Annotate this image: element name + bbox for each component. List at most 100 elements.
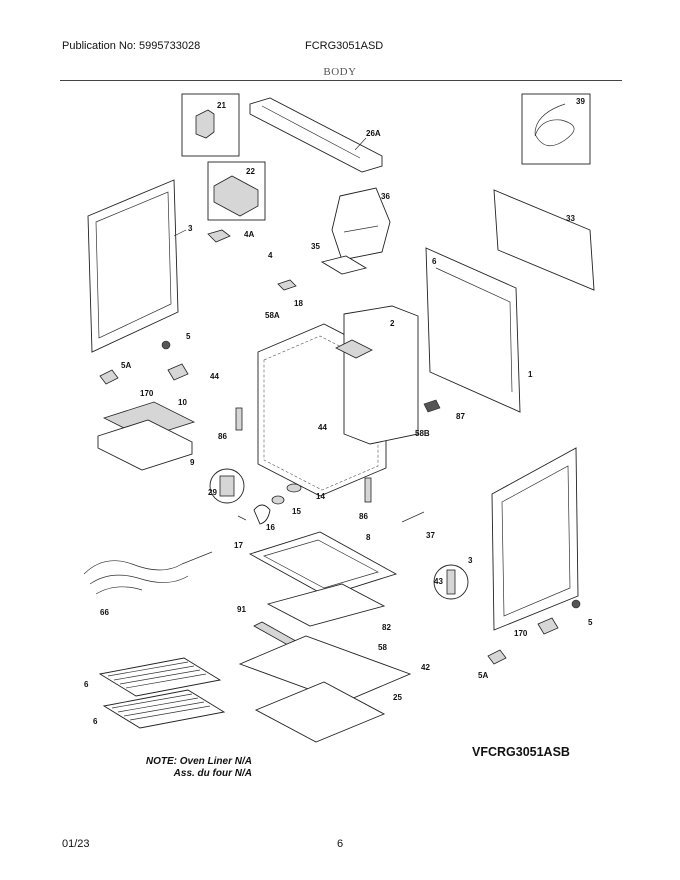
part-6-rack-top-wires	[107, 661, 207, 689]
label-39: 39	[576, 97, 585, 106]
leader-3-left	[173, 229, 187, 237]
label-91: 91	[237, 605, 246, 614]
label-18: 18	[294, 299, 303, 308]
oven-cavity-outline	[263, 335, 379, 491]
label-29: 29	[208, 488, 217, 497]
label-87: 87	[456, 412, 465, 421]
part-8-oven-bottom	[248, 531, 398, 597]
label-22: 22	[246, 167, 255, 176]
label-4: 4	[268, 251, 273, 260]
part-3-door-right-window	[501, 465, 571, 617]
label-6-rack-a: 6	[84, 680, 89, 689]
part-4A-clip	[207, 229, 231, 243]
part-5-leveler-right	[571, 599, 581, 609]
model-number: FCRG3051ASD	[305, 40, 384, 52]
label-37: 37	[426, 531, 435, 540]
label-5-right: 5	[588, 618, 593, 627]
part-35-gasket	[320, 255, 368, 275]
part-36-detail	[343, 225, 379, 233]
publication-number: Publication No: 5995733028	[62, 40, 201, 52]
label-36: 36	[381, 192, 390, 201]
label-25: 25	[393, 693, 402, 702]
label-170-left: 170	[140, 389, 154, 398]
part-8-detail	[263, 539, 379, 589]
label-5A-right: 5A	[478, 671, 488, 680]
part-170-left	[167, 363, 189, 381]
label-3-right: 3	[468, 556, 473, 565]
label-26A: 26A	[366, 129, 381, 138]
part-1-detail	[435, 267, 513, 393]
label-86-right: 86	[359, 512, 368, 521]
label-43: 43	[434, 577, 443, 586]
part-3-door-left	[87, 179, 179, 353]
part-86-guide-right	[364, 477, 372, 503]
label-9: 9	[190, 458, 195, 467]
part-82-shield	[266, 583, 386, 627]
part-36-vent	[331, 187, 391, 261]
label-16: 16	[266, 523, 275, 532]
part-21-bracket-icon	[195, 109, 215, 139]
label-33: 33	[566, 214, 575, 223]
part-22-module-icon	[213, 175, 259, 217]
section-title: BODY	[323, 66, 357, 78]
part-39-box	[521, 93, 591, 165]
label-4A: 4A	[244, 230, 254, 239]
label-21: 21	[217, 101, 226, 110]
label-86-left: 86	[218, 432, 227, 441]
page-number: 6	[337, 838, 344, 850]
part-87-switch	[423, 399, 441, 413]
part-26A-detail	[261, 105, 361, 159]
label-2: 2	[390, 319, 395, 328]
label-58A: 58A	[265, 311, 280, 320]
part-43-bolt-icon	[446, 569, 456, 595]
label-3-left: 3	[188, 224, 193, 233]
part-33-panel	[493, 189, 595, 291]
label-6-rack-b: 6	[93, 717, 98, 726]
part-5A-bracket-left	[99, 369, 119, 385]
label-42: 42	[421, 663, 430, 672]
label-5A-left: 5A	[121, 361, 131, 370]
note-line-2: Ass. du four N/A	[173, 768, 252, 779]
label-1: 1	[528, 370, 533, 379]
part-16-cover	[253, 504, 271, 525]
part-39-cord-icon	[534, 103, 575, 147]
label-15: 15	[292, 507, 301, 516]
part-25-cover	[254, 681, 386, 743]
part-3-door-left-window	[95, 191, 172, 339]
label-8: 8	[366, 533, 371, 542]
part-66-bake-element	[83, 551, 213, 595]
part-9-drawer-pan	[97, 419, 193, 471]
part-6-rack-bottom-wires	[111, 693, 211, 721]
diagram-model-number: VFCRG3051ASB	[472, 745, 570, 759]
label-58B: 58B	[415, 429, 430, 438]
part-37-wire	[401, 511, 425, 523]
part-2-insulation	[343, 305, 419, 445]
label-58: 58	[378, 643, 387, 652]
part-5-leveler-left	[161, 340, 171, 350]
part-4-clip	[277, 279, 297, 291]
part-1-back-wall	[425, 247, 521, 413]
part-3-door-right	[491, 447, 579, 631]
label-14: 14	[316, 492, 325, 501]
label-17: 17	[234, 541, 243, 550]
part-14-socket	[286, 483, 302, 493]
label-10: 10	[178, 398, 187, 407]
header-divider	[60, 80, 622, 81]
part-86-guide-left	[235, 407, 243, 431]
part-18-plate	[335, 339, 373, 359]
label-6-top: 6	[432, 257, 437, 266]
label-170-right: 170	[514, 629, 528, 638]
part-170-right	[537, 617, 559, 635]
leader-26A	[354, 137, 367, 151]
part-29-thermostat-icon	[219, 475, 235, 497]
part-17-clip	[237, 515, 247, 521]
part-15-lamp	[271, 495, 285, 505]
footer-date: 01/23	[62, 838, 90, 850]
label-66: 66	[100, 608, 109, 617]
label-35: 35	[311, 242, 320, 251]
part-5A-bracket-right	[487, 649, 507, 665]
label-5-left: 5	[186, 332, 191, 341]
label-82: 82	[382, 623, 391, 632]
label-44-left: 44	[210, 372, 219, 381]
